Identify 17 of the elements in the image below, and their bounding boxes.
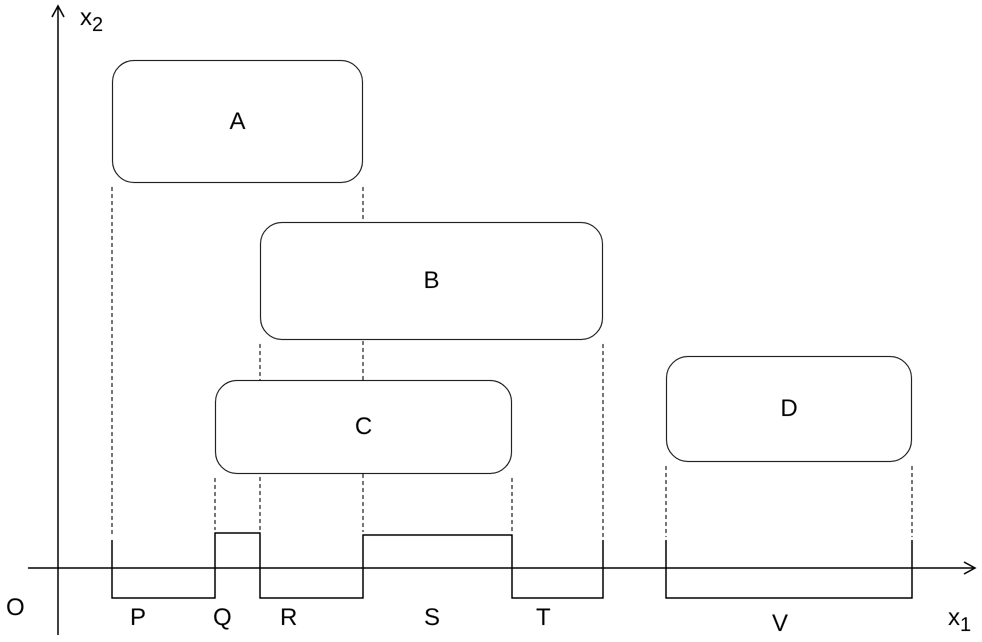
origin-label: O <box>6 594 25 622</box>
interval-label: V <box>772 610 788 638</box>
axis-label: x$_{2}$ <box>80 4 104 38</box>
interval-label: P <box>130 604 146 632</box>
box-label: A <box>229 108 246 136</box>
interval-label: Q <box>213 604 232 632</box>
rounded-rectangle <box>112 60 363 183</box>
rounded-rectangle <box>260 222 603 340</box>
box-label: B <box>423 267 440 295</box>
rounded-rectangle <box>666 356 912 462</box>
box-label: D <box>780 395 798 423</box>
interval-label: T <box>536 604 551 632</box>
interval-label: S <box>424 604 440 632</box>
rounded-rectangle <box>215 380 512 474</box>
box-label: C <box>354 413 372 441</box>
axis-label: x$_{1}$ <box>948 604 972 638</box>
interval-label: R <box>280 604 298 632</box>
